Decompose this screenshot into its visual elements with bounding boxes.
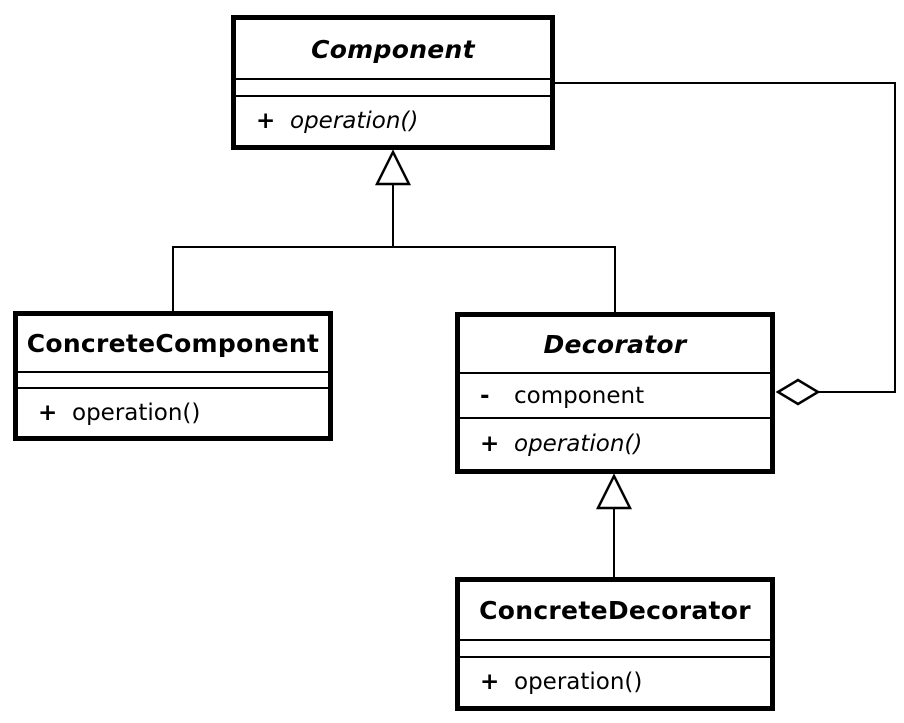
operation-name: operation() [514, 431, 643, 457]
visibility-symbol: + [38, 399, 58, 426]
class-name: ConcreteComponent [26, 329, 320, 358]
class-box-concrete-decorator: ConcreteDecorator + operation() [455, 577, 775, 711]
class-name: ConcreteDecorator [479, 596, 751, 625]
aggregation-diamond-icon [775, 378, 821, 406]
generalization-concretedecorator-to-decorator [595, 473, 633, 577]
attributes-section [18, 371, 328, 387]
operations-section: + operation() [18, 387, 328, 436]
class-box-concrete-component: ConcreteComponent + operation() [13, 311, 333, 441]
visibility-symbol: + [480, 669, 500, 695]
class-name: Decorator [543, 330, 687, 359]
class-name: Component [311, 34, 475, 64]
attributes-section [460, 639, 770, 656]
operations-section: + operation() [236, 95, 550, 145]
operations-section: + operation() [460, 417, 770, 469]
class-box-component: Component + operation() [231, 15, 555, 150]
operation-row: + operation() [236, 97, 550, 145]
visibility-symbol: + [480, 431, 500, 457]
operation-name: operation() [514, 669, 643, 695]
operations-section: + operation() [460, 656, 770, 706]
operation-row: + operation() [18, 389, 328, 436]
operation-row: + operation() [460, 419, 770, 469]
attribute-row: - component [460, 374, 770, 417]
generalization-to-component [172, 149, 616, 312]
visibility-symbol: - [480, 382, 490, 409]
inheritance-arrow-icon [374, 149, 412, 186]
visibility-symbol: + [256, 108, 276, 134]
attributes-section [236, 78, 550, 95]
operation-row: + operation() [460, 658, 770, 706]
aggregation-decorator-to-component [555, 82, 896, 406]
operation-name: operation() [290, 108, 419, 134]
inheritance-arrow-icon [595, 473, 633, 510]
operation-name: operation() [72, 399, 201, 426]
class-box-decorator: Decorator - component + operation() [455, 312, 775, 474]
attributes-section: - component [460, 372, 770, 417]
attribute-name: component [514, 382, 645, 409]
